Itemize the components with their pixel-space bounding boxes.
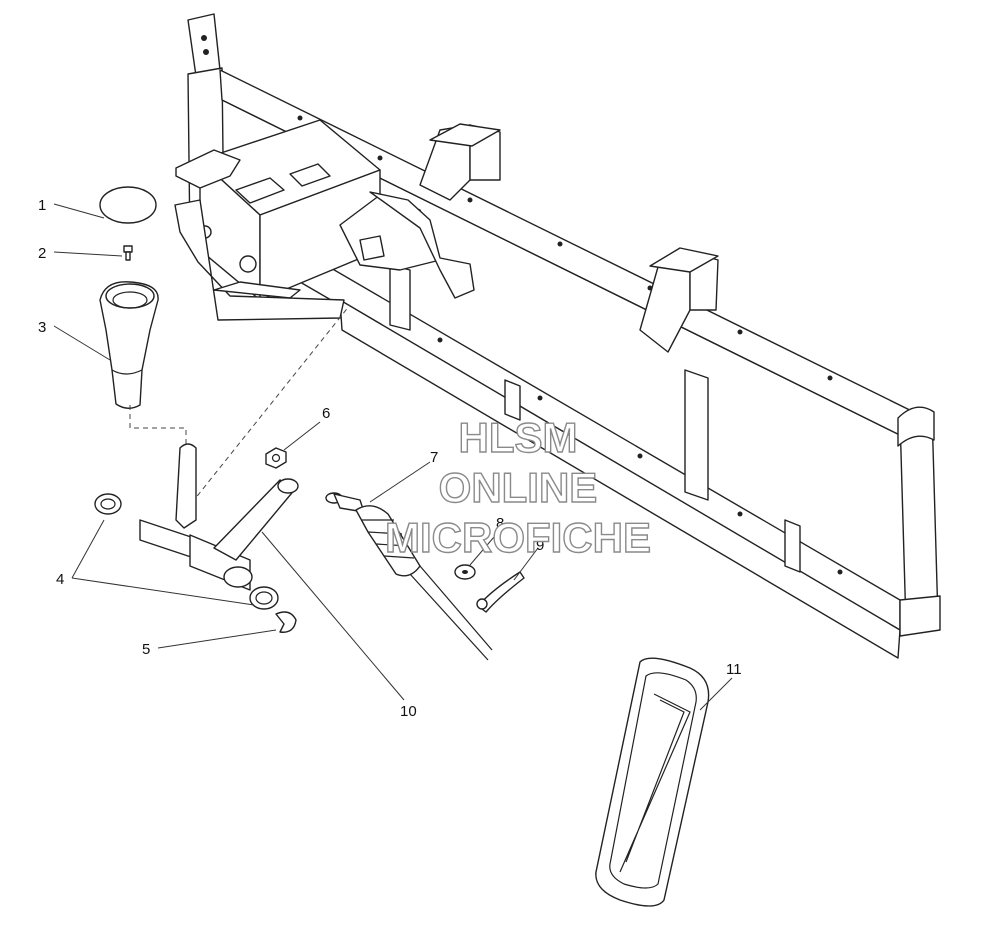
watermark-line-hlsm: HLSM [459, 414, 578, 461]
leader-lines [53, 203, 733, 711]
callout-9: 9 [536, 537, 544, 554]
frame-rail-assembly [174, 13, 941, 659]
watermark-line-microfiche: MICROFICHE [385, 514, 651, 561]
part-9-cotter-pin [476, 571, 525, 613]
callout-11: 11 [726, 661, 742, 678]
part-8-washer [454, 564, 476, 580]
part-7-spring-damper [325, 492, 493, 661]
part-3-shift-knob [99, 281, 159, 409]
callout-5: 5 [142, 641, 150, 658]
callout-8: 8 [496, 515, 504, 532]
part-1-knob-cap [99, 186, 157, 224]
part-4-bushing-upper [94, 493, 122, 515]
alignment-line-lever [185, 304, 351, 511]
watermark-line-online: ONLINE [439, 464, 598, 511]
alignment-line-knob [129, 405, 187, 445]
part-10-shift-lever [139, 443, 299, 591]
watermark: HLSM ONLINE MICROFICHE [384, 413, 651, 561]
callout-6: 6 [322, 405, 330, 422]
callout-10: 10 [400, 703, 417, 720]
part-5-retaining-clip [275, 611, 297, 633]
callout-7: 7 [430, 449, 438, 466]
callout-2: 2 [38, 245, 46, 262]
part-11-boot [595, 657, 710, 907]
part-4-bushing-lower [249, 586, 279, 610]
callout-labels: 1 2 3 4 5 6 7 8 9 10 11 [38, 197, 742, 720]
callout-4: 4 [56, 571, 64, 588]
part-2-screw [123, 245, 133, 261]
callout-3: 3 [38, 319, 46, 336]
callout-1: 1 [38, 197, 46, 214]
part-6-nut [265, 447, 287, 469]
